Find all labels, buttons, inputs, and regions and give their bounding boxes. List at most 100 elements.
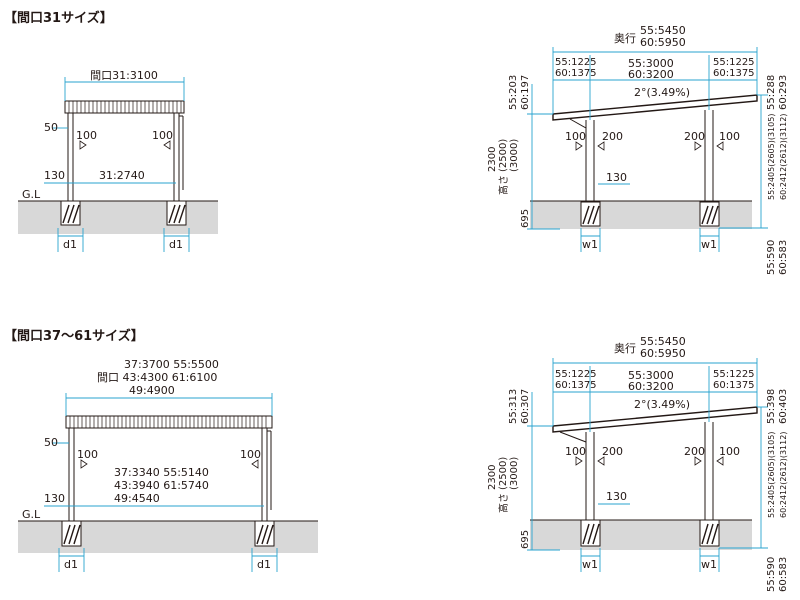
gl-label: G.L xyxy=(22,188,41,201)
right-bottom-55: 55:590 xyxy=(766,240,777,275)
arrow-left-icon xyxy=(716,456,724,466)
roof-beam xyxy=(552,94,758,121)
foot-label-right: d1 xyxy=(169,238,183,251)
post-right xyxy=(173,112,180,202)
height-3000: (3000) xyxy=(509,457,520,490)
seg-right-60: 60:1375 xyxy=(713,68,755,79)
p1-right: 200 xyxy=(602,445,623,458)
inner-label-line1: 37:3340 55:5140 xyxy=(114,466,209,479)
post-rear xyxy=(704,110,714,201)
p1-left: 100 xyxy=(565,445,586,458)
height-labels: 2300 (2500) (3000) 高さ xyxy=(487,139,520,195)
seg-right-55: 55:1225 xyxy=(713,57,755,68)
seg-left-60: 60:1375 xyxy=(555,380,597,391)
label-50: 50 xyxy=(44,121,58,134)
front-view-31: 間口31:3100 50 100 100 130 31:2740 G.L d1 … xyxy=(18,69,218,252)
post-left xyxy=(68,427,75,522)
label-50: 50 xyxy=(44,436,58,449)
p2-left: 200 xyxy=(684,130,705,143)
seg-mid-55: 55:3000 xyxy=(628,369,674,382)
inner-label-line2: 43:3940 61:5740 xyxy=(114,479,209,492)
roof-ribs xyxy=(68,101,182,113)
arrow-left-icon xyxy=(79,140,87,150)
post-rear xyxy=(704,422,714,520)
height-2500: (2500) xyxy=(498,457,509,490)
height-2500: (2500) xyxy=(498,139,509,172)
height-word: 高さ xyxy=(497,175,510,195)
seg-left-55: 55:1225 xyxy=(555,369,597,380)
inner-label-line3: 49:4540 xyxy=(114,492,160,505)
p2-left: 200 xyxy=(684,445,705,458)
section-heading-37-61: 【間口37〜61サイズ】 xyxy=(4,328,144,344)
arrow-right-icon xyxy=(694,456,702,466)
p1-left: 100 xyxy=(565,130,586,143)
arrow-label-left: 100 xyxy=(77,448,98,461)
arrow-label-right: 100 xyxy=(240,448,261,461)
foot-label-right: d1 xyxy=(257,558,271,571)
seg-mid-55: 55:3000 xyxy=(628,57,674,70)
right-top-55: 55:398 xyxy=(766,389,777,424)
arrow-left-icon xyxy=(80,459,88,469)
gl-label: G.L xyxy=(22,508,41,521)
left-top-60: 60:307 xyxy=(520,389,531,424)
height-word: 高さ xyxy=(497,493,510,513)
depth-prefix: 奥行 xyxy=(614,341,636,355)
side-view-37-61: 奥行 55:5450 60:5950 55:1225 60:1375 55:30… xyxy=(487,335,789,592)
width-label-line1: 37:3700 55:5500 xyxy=(124,358,219,371)
side-view-31: 奥行 55:5450 60:5950 55:1225 60:1375 55:30… xyxy=(487,24,789,275)
right-top-60: 60:293 xyxy=(778,75,789,110)
seg-mid-60: 60:3200 xyxy=(628,380,674,393)
label-695: 695 xyxy=(520,209,531,228)
slope-label: 2°(3.49%) xyxy=(634,86,690,99)
right-height-55: 55:2405(2605)(3105) xyxy=(767,432,776,518)
height-3000: (3000) xyxy=(509,139,520,172)
p2-right: 100 xyxy=(719,130,740,143)
post-left xyxy=(67,112,74,202)
right-height-60: 60:2412(2612)(3112) xyxy=(779,114,788,200)
roof-panel xyxy=(65,415,273,429)
width-label-31: 間口31:3100 xyxy=(90,69,158,82)
foot-label-left: w1 xyxy=(582,558,598,571)
ground-fill xyxy=(18,201,218,234)
width-label-line2: 間口 43:4300 61:6100 xyxy=(97,371,217,384)
seg-left-55: 55:1225 xyxy=(555,57,597,68)
arrow-right-icon xyxy=(163,140,171,150)
p2-right: 100 xyxy=(719,445,740,458)
seg-right-55: 55:1225 xyxy=(713,369,755,380)
foundation-left xyxy=(61,520,82,547)
label-130: 130 xyxy=(44,169,65,182)
depth-label-55: 55:5450 xyxy=(640,335,686,348)
seg-right-60: 60:1375 xyxy=(713,380,755,391)
right-bottom-60: 60:583 xyxy=(778,240,789,275)
arrow-label-right: 100 xyxy=(152,129,173,142)
left-top-60: 60:197 xyxy=(520,75,531,110)
height-2300: 2300 xyxy=(487,465,498,490)
arrow-left-icon xyxy=(597,456,605,466)
depth-prefix: 奥行 xyxy=(614,31,636,45)
left-top-55: 55:203 xyxy=(508,75,519,110)
right-bottom-55: 55:590 xyxy=(766,557,777,592)
arrow-right-icon xyxy=(251,459,259,469)
seg-mid-60: 60:3200 xyxy=(628,68,674,81)
arrow-right-icon xyxy=(575,141,583,151)
label-130: 130 xyxy=(44,492,65,505)
right-height-60: 60:2412(2612)(3112) xyxy=(779,432,788,518)
inner-width-label-31: 31:2740 xyxy=(99,169,145,182)
right-bottom-60: 60:583 xyxy=(778,557,789,592)
right-height-55: 55:2405(2605)(3105) xyxy=(767,114,776,200)
foundation-right xyxy=(254,520,275,547)
foot-label-right: w1 xyxy=(701,558,717,571)
roof-beam xyxy=(552,406,758,433)
post-front xyxy=(585,120,595,201)
width-label-line3: 49:4900 xyxy=(129,384,175,397)
depth-label-55: 55:5450 xyxy=(640,24,686,37)
arrow-left-icon xyxy=(597,141,605,151)
right-top-55: 55:288 xyxy=(766,75,777,110)
foundation-left xyxy=(60,200,81,226)
arrow-right-icon xyxy=(575,456,583,466)
left-top-55: 55:313 xyxy=(508,389,519,424)
brace-front xyxy=(569,118,587,129)
arrow-label-left: 100 xyxy=(76,129,97,142)
foot-label-left: w1 xyxy=(582,238,598,251)
